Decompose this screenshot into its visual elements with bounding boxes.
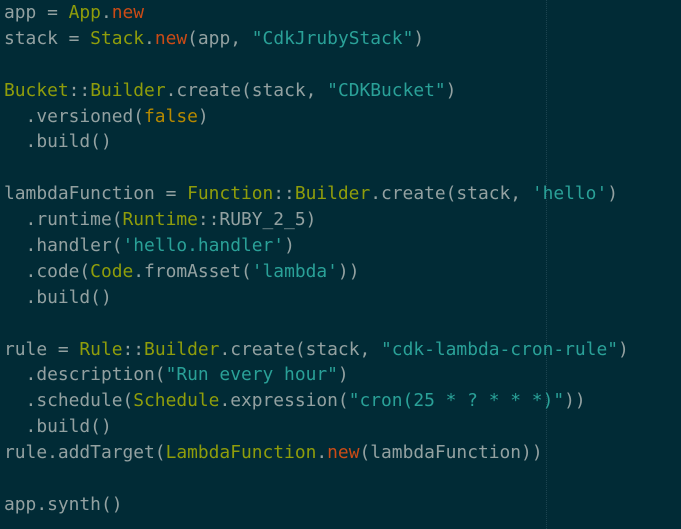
code-token-plain: .runtime( (4, 209, 123, 231)
code-token-plain: :: (68, 79, 91, 101)
code-token-plain: app = (4, 2, 69, 23)
code-line: .build() (4, 129, 629, 155)
code-token-plain: .code( (4, 260, 91, 282)
column-ruler (546, 0, 547, 529)
code-token-class: Code (90, 260, 134, 282)
code-token-plain: .versioned( (4, 105, 145, 127)
code-token-str: 'hello.handler' (122, 235, 285, 257)
code-token-const: false (144, 105, 198, 127)
code-token-plain: )) (337, 260, 360, 282)
code-token-plain: .schedule( (4, 390, 134, 412)
code-token-plain: rule = (4, 338, 80, 360)
code-token-str: 'lambda' (251, 260, 338, 282)
code-line (4, 311, 629, 337)
code-token-plain: :: (122, 338, 145, 360)
code-token-plain: .expression( (219, 390, 349, 412)
code-line: stack = Stack.new(app, "CdkJrubyStack") (4, 26, 629, 52)
code-token-class: Function (187, 183, 274, 205)
code-token-plain: ) (413, 27, 425, 49)
code-token-plain: .build() (4, 416, 112, 438)
code-token-plain: ) (337, 364, 349, 386)
code-line: .versioned(false) (4, 104, 629, 130)
code-token-plain: .fromAsset( (133, 260, 252, 282)
code-token-str: "Run every hour" (165, 364, 338, 386)
code-token-plain: :: (273, 183, 295, 205)
code-token-str: 'hello' (531, 183, 608, 205)
code-token-plain: .create(stack, (165, 79, 328, 101)
code-token-str: "cdk-lambda-cron-rule" (381, 338, 618, 360)
code-token-class: Builder (144, 338, 220, 360)
code-token-class: LambdaFunction (165, 442, 317, 464)
code-token-plain: ::RUBY_2_5) (197, 209, 317, 231)
code-line (4, 466, 629, 492)
code-line: .build() (4, 285, 629, 311)
code-line: .description("Run every hour") (4, 362, 629, 388)
code-token-plain: .build() (4, 131, 112, 153)
code-token-plain: . (100, 2, 112, 23)
code-token-plain: . (316, 442, 328, 464)
code-line: .build() (4, 414, 629, 440)
code-token-class: Builder (294, 183, 371, 205)
code-line: .code(Code.fromAsset('lambda')) (4, 259, 629, 285)
code-line: app.synth() (4, 492, 629, 518)
code-token-kw: new (327, 442, 360, 464)
code-line (4, 155, 629, 181)
code-token-plain: .build() (4, 286, 112, 308)
code-token-str: "CDKBucket" (327, 79, 446, 101)
code-token-plain: ) (618, 338, 629, 360)
code-token-plain: (lambdaFunction)) (359, 442, 543, 464)
code-line: rule.addTarget(LambdaFunction.new(lambda… (4, 440, 629, 466)
code-token-class: Stack (90, 27, 145, 49)
code-token-plain: . (144, 27, 155, 49)
code-token-class: Schedule (133, 390, 220, 412)
code-token-plain: (app, (187, 27, 252, 49)
code-token-plain: rule.addTarget( (4, 442, 166, 464)
code-token-str: "cron(25 * ? * * *)" (348, 390, 565, 412)
code-line (4, 52, 629, 78)
code-line: Bucket::Builder.create(stack, "CDKBucket… (4, 78, 629, 104)
code-token-class: Builder (90, 79, 166, 101)
code-token-class: Rule (79, 338, 123, 360)
code-token-plain: ) (284, 235, 295, 257)
code-token-plain: ) (445, 79, 457, 101)
code-token-plain: .create(stack, (370, 183, 532, 205)
code-token-plain: ) (197, 105, 209, 127)
code-token-plain: stack = (4, 27, 91, 49)
code-line: rule = Rule::Builder.create(stack, "cdk-… (4, 337, 629, 363)
code-line: .handler('hello.handler') (4, 233, 629, 259)
code-token-plain: ) (607, 183, 618, 205)
code-line: .runtime(Runtime::RUBY_2_5) (4, 207, 629, 233)
code-line: lambdaFunction = Function::Builder.creat… (4, 181, 629, 207)
code-token-plain: lambdaFunction = (4, 183, 188, 205)
code-token-kw: new (111, 2, 145, 23)
code-token-class: Runtime (122, 209, 198, 231)
code-token-plain: )) (564, 390, 586, 412)
code-token-plain: .handler( (4, 235, 123, 257)
code-token-str: "CdkJrubyStack" (251, 27, 414, 49)
code-line: app = App.new (4, 0, 629, 26)
code-token-class: Bucket (4, 79, 69, 101)
code-token-plain: .description( (4, 364, 166, 386)
code-token-class: App (68, 2, 101, 23)
code-token-plain: .create(stack, (219, 338, 382, 360)
code-token-plain: app.synth() (4, 493, 123, 515)
code-line: .schedule(Schedule.expression("cron(25 *… (4, 388, 629, 414)
code-token-kw: new (154, 27, 188, 49)
